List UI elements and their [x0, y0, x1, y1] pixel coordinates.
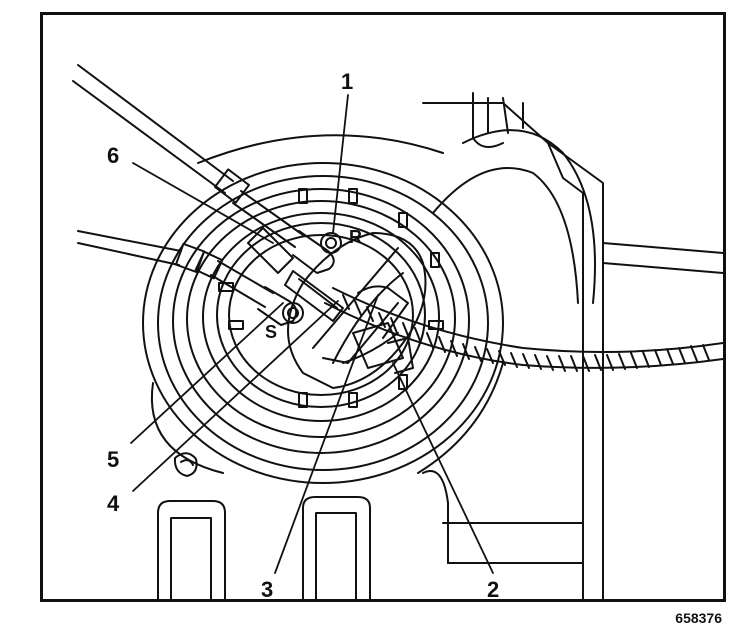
callout-6: 6 — [107, 143, 119, 168]
figure-id: 658376 — [675, 610, 722, 626]
callout-4: 4 — [107, 491, 120, 516]
diagram-frame: R S 1 2 3 4 5 6 — [40, 12, 726, 602]
return-port-label: R — [349, 227, 362, 247]
callout-2: 2 — [487, 577, 499, 599]
sender-module — [287, 232, 427, 389]
electrical-harness — [284, 270, 723, 374]
supply-port-label: S — [265, 322, 277, 342]
callout-3: 3 — [261, 577, 273, 599]
lock-ring-tabs — [218, 188, 444, 408]
fuel-sender-diagram: R S 1 2 3 4 5 6 — [72, 64, 723, 599]
callout-5: 5 — [107, 447, 119, 472]
supply-fuel-line — [77, 230, 304, 326]
callout-1: 1 — [341, 69, 353, 94]
leader-lines — [130, 94, 494, 574]
return-fuel-line — [72, 64, 342, 274]
sender-rings — [142, 134, 504, 484]
tank-body — [157, 92, 723, 599]
